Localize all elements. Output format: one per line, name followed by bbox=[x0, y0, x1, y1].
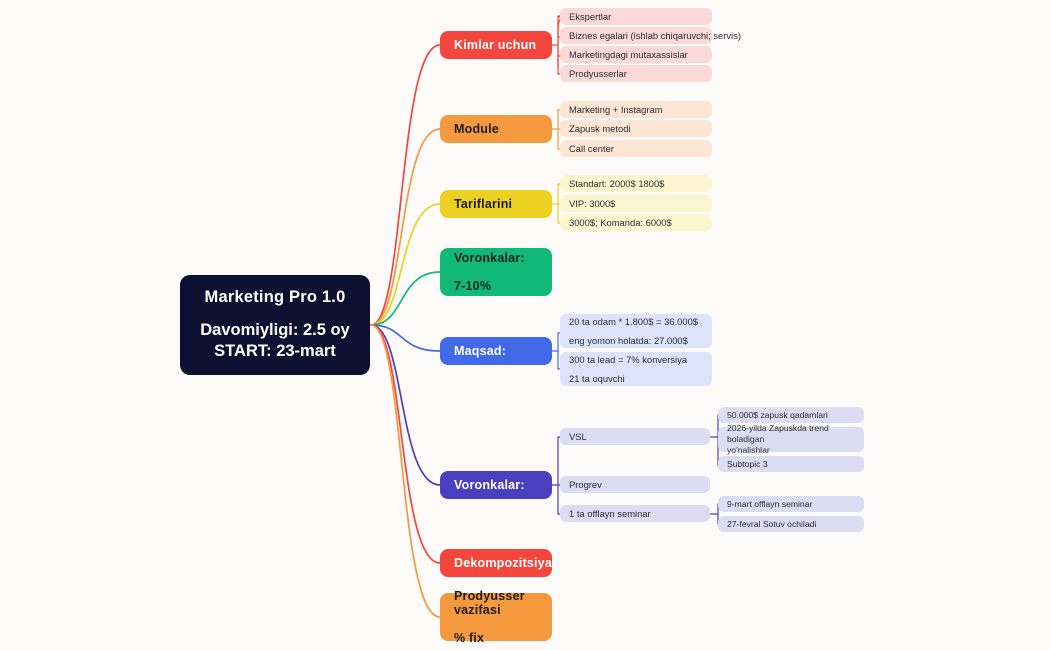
chip-9-mart-seminar[interactable]: 9-mart offlayn seminar bbox=[718, 496, 864, 512]
chip-label: Prodyusserlar bbox=[569, 67, 627, 79]
chip-label: 27-fevral Sotuv ochiladi bbox=[727, 518, 817, 529]
branch-maqsad[interactable]: Maqsad: bbox=[440, 337, 552, 365]
branch-label: Module bbox=[454, 121, 499, 136]
root-start: START: 23-mart bbox=[214, 342, 336, 360]
chip-progrev[interactable]: Progrev bbox=[560, 476, 710, 493]
chip-label: Biznes egalari (ishlab chiqaruvchi; serv… bbox=[569, 29, 741, 41]
chip-trend-yonalishlar[interactable]: 2026-yilda Zapuskda trend boladigan yo'n… bbox=[718, 423, 864, 455]
branch-tariflarini[interactable]: Tariflarini bbox=[440, 190, 552, 218]
chip-label: Subtopic 3 bbox=[727, 458, 768, 469]
chip-vip-tarif[interactable]: VIP: 3000$ bbox=[560, 195, 712, 212]
chip-label: VIP: 3000$ bbox=[569, 197, 616, 209]
chip-label-2: eng yomon holatda: 27.000$ bbox=[569, 334, 688, 346]
branch-label: Prodyusser vazifasi bbox=[454, 588, 525, 618]
chip-label: Progrev bbox=[569, 478, 602, 490]
chip-ekspertlar[interactable]: Ekspertlar bbox=[560, 8, 712, 25]
chip-label: 50.000$ zapusk qadamlari bbox=[727, 409, 828, 420]
branch-label: Maqsad: bbox=[454, 343, 507, 358]
chip-biznes-egalari[interactable]: Biznes egalari (ishlab chiqaruvchi; serv… bbox=[560, 27, 741, 44]
chip-label-2: 21 ta oquvchi bbox=[569, 372, 625, 384]
chip-label: Zapusk metodi bbox=[569, 122, 631, 134]
chip-zapusk-qadamlari[interactable]: 50.000$ zapusk qadamlari bbox=[718, 407, 864, 423]
chip-vsl[interactable]: VSL bbox=[560, 428, 710, 445]
chip-label: 3000$; Komanda: 6000$ bbox=[569, 216, 672, 228]
branch-kimlar-uchun[interactable]: Kimlar uchun bbox=[440, 31, 552, 59]
branch-label: Dekompozitsiya: bbox=[454, 555, 557, 570]
chip-label: 300 ta lead = 7% konversiya bbox=[569, 353, 688, 365]
chip-marketing-instagram[interactable]: Marketing + Instagram bbox=[560, 101, 712, 118]
chip-label: Ekspertlar bbox=[569, 10, 612, 22]
branch-prodyusser-vazifasi[interactable]: Prodyusser vazifasi % fix bbox=[440, 589, 552, 645]
chip-marketingdagi-mutaxassislar[interactable]: Marketingdagi mutaxassislar bbox=[560, 46, 712, 63]
chip-label: Marketing + Instagram bbox=[569, 103, 663, 115]
root-duration: Davomiyligi: 2.5 oy bbox=[200, 320, 350, 339]
branch-label: Kimlar uchun bbox=[454, 37, 537, 52]
chip-offlayn-seminar[interactable]: 1 ta offlayn seminar bbox=[560, 505, 710, 522]
chip-label: 1 ta offlayn seminar bbox=[569, 507, 651, 519]
chip-label: Marketingdagi mutaxassislar bbox=[569, 48, 688, 60]
branch-label: Voronkalar: bbox=[454, 251, 525, 266]
root-title: Marketing Pro 1.0 bbox=[204, 287, 346, 306]
chip-27-fevral-sotuv[interactable]: 27-fevral Sotuv ochiladi bbox=[718, 516, 864, 532]
chip-label: 9-mart offlayn seminar bbox=[727, 498, 813, 509]
branch-dekompozitsiya[interactable]: Dekompozitsiya: bbox=[440, 549, 557, 577]
branch-voronkalar-bosqichlari[interactable]: Voronkalar: bbox=[440, 471, 552, 499]
chip-subtopic-3[interactable]: Subtopic 3 bbox=[718, 456, 864, 472]
chip-label: 20 ta odam * 1.800$ = 36.000$ bbox=[569, 315, 699, 327]
chip-maqsad-lead[interactable]: 300 ta lead = 7% konversiya 21 ta oquvch… bbox=[560, 352, 712, 386]
branch-sublabel: % fix bbox=[454, 630, 485, 645]
chip-label-2: yo'nalishlar bbox=[727, 445, 770, 456]
branch-voronkalar-konversiya[interactable]: Voronkalar: 7-10% bbox=[440, 248, 552, 296]
chip-label: Call center bbox=[569, 142, 614, 154]
branch-module[interactable]: Module bbox=[440, 115, 552, 143]
root-node[interactable]: Marketing Pro 1.0 Davomiyligi: 2.5 oy ST… bbox=[180, 275, 370, 375]
chip-maqsad-daromad[interactable]: 20 ta odam * 1.800$ = 36.000$ eng yomon … bbox=[560, 314, 712, 348]
chip-label: 2026-yilda Zapuskda trend boladigan bbox=[727, 422, 829, 444]
branch-label: Voronkalar: bbox=[454, 477, 525, 492]
chip-komanda-tarif[interactable]: 3000$; Komanda: 6000$ bbox=[560, 214, 712, 231]
chip-zapusk-metodi[interactable]: Zapusk metodi bbox=[560, 120, 712, 137]
chip-prodyusserlar[interactable]: Prodyusserlar bbox=[560, 65, 712, 82]
chip-standart-tarif[interactable]: Standart: 2000$ 1800$ bbox=[560, 175, 712, 192]
branch-label: Tariflarini bbox=[454, 196, 513, 211]
chip-label: Standart: 2000$ 1800$ bbox=[569, 177, 665, 189]
chip-label: VSL bbox=[569, 430, 587, 442]
branch-sublabel: 7-10% bbox=[454, 278, 492, 293]
chip-call-center[interactable]: Call center bbox=[560, 140, 712, 157]
